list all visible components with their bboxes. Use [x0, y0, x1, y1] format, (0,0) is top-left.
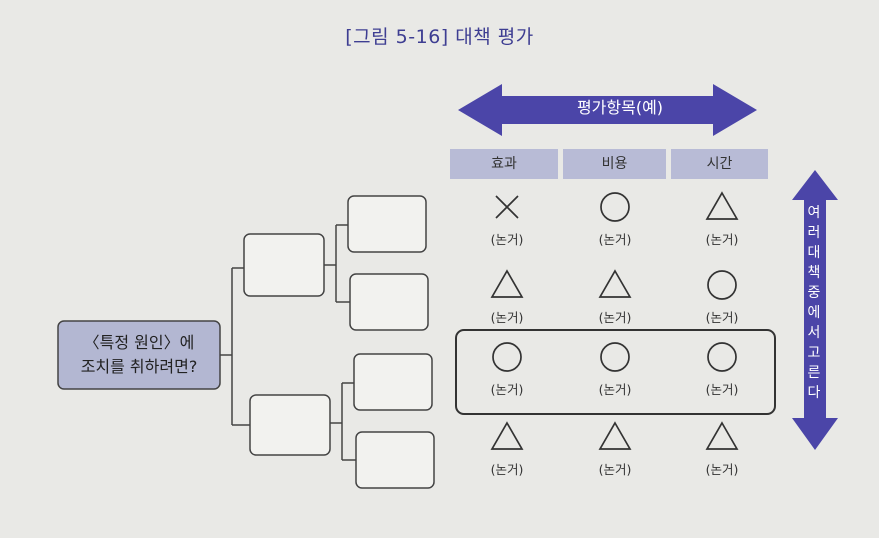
- vertical-arrow-char: 여: [807, 205, 821, 221]
- circle-mark: [707, 342, 737, 372]
- column-header-effect: 효과: [450, 149, 558, 179]
- vertical-arrow-char: 중: [807, 285, 821, 301]
- rationale-caption: (논거): [705, 310, 739, 325]
- triangle-mark: [705, 191, 739, 220]
- tree-node-level2-4: [355, 431, 435, 489]
- rationale-caption: (논거): [490, 310, 524, 325]
- horizontal-arrow-label: 평가항목(예): [576, 98, 664, 117]
- tree-node-level1-top: [243, 233, 325, 297]
- column-header-cost: 비용: [563, 149, 666, 179]
- vertical-arrow-char: 고: [807, 345, 821, 361]
- vertical-arrow-char: 른: [807, 365, 821, 381]
- rationale-caption: (논거): [705, 462, 739, 477]
- triangle-mark: [705, 421, 739, 450]
- vertical-arrow-label: 여 러 대 책 중 에 서 고 른 다: [803, 203, 825, 403]
- circle-mark: [492, 342, 522, 372]
- vertical-arrow-char: 서: [807, 325, 821, 341]
- column-header-time: 시간: [671, 149, 768, 179]
- rationale-caption: (논거): [705, 382, 739, 397]
- vertical-arrow-char: 다: [807, 385, 821, 401]
- cause-line-2: 조치를 취하려면?: [80, 357, 198, 376]
- triangle-mark: [490, 269, 524, 298]
- cross-mark: [495, 195, 519, 219]
- rationale-caption: (논거): [598, 310, 632, 325]
- horizontal-double-arrow: [458, 84, 757, 136]
- vertical-arrow-char: 에: [807, 305, 821, 321]
- triangle-mark: [598, 421, 632, 450]
- triangle-mark: [490, 421, 524, 450]
- tree-node-level1-bottom: [249, 394, 331, 456]
- rationale-caption: (논거): [490, 462, 524, 477]
- evaluation-marks: [490, 191, 739, 450]
- tree-node-level2-1: [347, 195, 427, 253]
- circle-mark: [707, 270, 737, 300]
- page-title: [그림 5-16] 대책 평가: [345, 26, 534, 48]
- circle-mark: [600, 342, 630, 372]
- rationale-caption: (논거): [598, 232, 632, 247]
- vertical-arrow-char: 책: [807, 265, 821, 281]
- vertical-double-arrow: [792, 170, 838, 450]
- rationale-caption: (논거): [705, 232, 739, 247]
- rationale-caption: (논거): [598, 462, 632, 477]
- cause-line-1: 〈특정 원인〉에: [83, 333, 195, 352]
- triangle-mark: [598, 269, 632, 298]
- rationale-caption: (논거): [490, 382, 524, 397]
- vertical-arrow-char: 대: [807, 245, 821, 261]
- rationale-caption: (논거): [598, 382, 632, 397]
- selected-row-frame: [455, 329, 776, 415]
- circle-mark: [600, 192, 630, 222]
- cause-box: [57, 320, 221, 390]
- rationale-caption: (논거): [490, 232, 524, 247]
- vertical-arrow-char: 러: [807, 225, 821, 241]
- tree-node-level2-2: [349, 273, 429, 331]
- tree-connectors: [220, 224, 356, 461]
- tree-node-level2-3: [353, 353, 433, 411]
- cause-box-text: 〈특정 원인〉에 조치를 취하려면?: [58, 321, 220, 389]
